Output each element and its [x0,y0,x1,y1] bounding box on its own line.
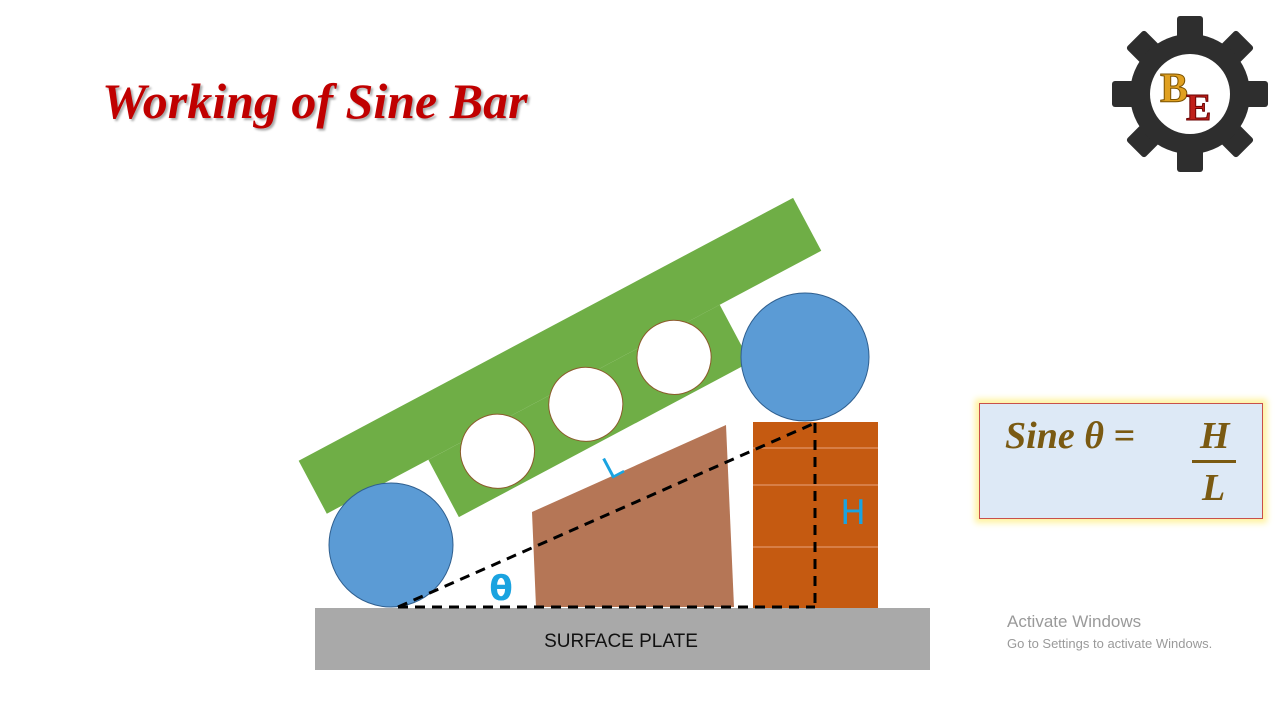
height-label: H [840,493,866,533]
sine-bar [298,197,822,518]
page-title: Working of Sine Bar [102,73,528,129]
fraction-bar [1192,460,1236,463]
watermark-title: Activate Windows [1007,612,1142,631]
left-roller [328,482,454,608]
gear-logo-icon: B E [1112,16,1268,172]
workpiece [532,425,734,607]
formula-denominator: L [1202,467,1226,509]
surface-plate [315,608,930,670]
right-roller [740,292,870,422]
svg-text:B: B [1160,66,1188,112]
construction-lines [397,421,817,609]
activation-watermark: Activate Windows Go to Settings to activ… [1007,612,1212,651]
formula-box: Sine θ = H L [979,403,1263,519]
formula-numerator: H [1200,415,1230,457]
sine-bar-hole [459,413,535,489]
sine-bar-hole [548,366,624,442]
surface-plate-label: SURFACE PLATE [544,631,698,652]
sine-bar-hole [636,319,712,395]
angle-label: θ [489,569,512,609]
svg-text:E: E [1186,87,1211,129]
formula-lhs: Sine θ = [1005,415,1136,457]
watermark-subtitle: Go to Settings to activate Windows. [1007,636,1213,651]
